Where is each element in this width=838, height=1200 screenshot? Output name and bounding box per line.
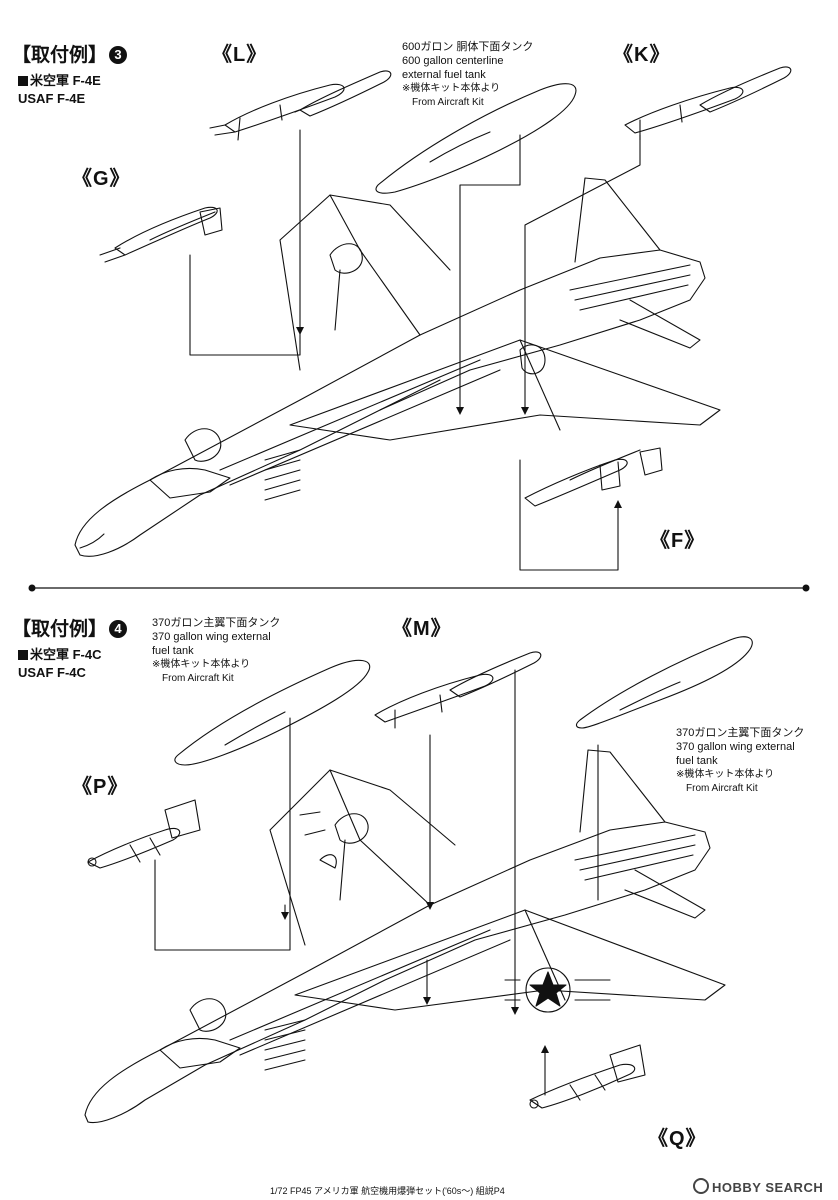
centerline-tank-note-en: From Aircraft Kit — [412, 97, 484, 108]
centerline-tank-label: 600ガロン 胴体下面タンク 600 gallon centerline ext… — [402, 40, 533, 110]
left-wing-fuel-tank-drawing — [174, 659, 371, 766]
left-tank-en-2: fuel tank — [152, 645, 194, 657]
right-tank-label: 370ガロン主翼下面タンク 370 gallon wing external f… — [676, 726, 804, 796]
weapon-P-drawing — [87, 799, 201, 869]
brand-watermark: HOBBY SEARCH — [693, 1178, 823, 1195]
right-tank-en-1: 370 gallon wing external — [676, 741, 795, 753]
centerline-tank-en-2: external fuel tank — [402, 69, 486, 81]
weapon-M-drawing — [374, 651, 542, 729]
centerline-tank-jp: 600ガロン 胴体下面タンク — [402, 41, 534, 53]
weapon-L-drawing — [209, 70, 392, 141]
section4-title: 【取付例】4 — [12, 614, 128, 641]
left-tank-note-en: From Aircraft Kit — [162, 673, 234, 684]
section4-title-text: 【取付例】 — [12, 619, 108, 640]
brand-text: HOBBY SEARCH — [712, 1180, 824, 1195]
right-tank-jp: 370ガロン主翼下面タンク — [676, 727, 805, 739]
section4-aircraft-jp-text: 米空軍 F-4C — [30, 647, 102, 662]
weapon-G-drawing — [99, 206, 223, 263]
divider-right-dot — [802, 584, 810, 592]
section3-aircraft-jp: 米空軍 F-4E — [18, 72, 101, 89]
right-tank-en-2: fuel tank — [676, 755, 718, 767]
weapon-Q-drawing — [529, 1044, 646, 1109]
left-tank-label: 370ガロン主翼下面タンク 370 gallon wing external f… — [152, 616, 280, 686]
square-bullet-icon — [18, 650, 28, 660]
right-tank-note-jp: ※機体キット本体より — [676, 769, 775, 780]
weapon-P-label: 《P》 — [72, 776, 129, 798]
weapon-F-label: 《F》 — [650, 530, 706, 552]
centerline-tank-note-jp: ※機体キット本体より — [402, 83, 501, 94]
weapon-L-label: 《L》 — [212, 44, 268, 66]
section3-aircraft-en: USAF F-4E — [18, 91, 86, 106]
centerline-tank-en-1: 600 gallon centerline — [402, 55, 504, 67]
section3-aircraft-jp-text: 米空軍 F-4E — [30, 73, 101, 88]
section3-title: 【取付例】3 — [12, 40, 128, 67]
weapon-K-label: 《K》 — [613, 44, 671, 66]
square-bullet-icon — [18, 76, 28, 86]
section4-aircraft-en: USAF F-4C — [18, 665, 86, 680]
f4e-aircraft-drawing — [74, 177, 721, 557]
weapon-G-label: 《G》 — [72, 168, 131, 190]
footer-text: 1/72 FP45 アメリカ軍 航空機用爆弾セット('60s〜) 組説P4 — [270, 1186, 505, 1196]
section3-number-badge: 3 — [109, 46, 128, 64]
weapon-F-drawing — [524, 447, 663, 507]
section4-number-badge: 4 — [109, 620, 128, 638]
centerline-fuel-tank-drawing — [375, 83, 577, 194]
weapon-Q-label: 《Q》 — [648, 1128, 707, 1150]
divider-left-dot — [28, 584, 36, 592]
section3-title-text: 【取付例】 — [12, 45, 108, 66]
section4-aircraft-jp: 米空軍 F-4C — [18, 646, 102, 663]
left-tank-note-jp: ※機体キット本体より — [152, 659, 251, 670]
hobby-search-logo-icon — [693, 1178, 709, 1194]
f4c-aircraft-drawing — [84, 749, 726, 1124]
left-tank-jp: 370ガロン主翼下面タンク — [152, 617, 281, 629]
weapon-K-drawing — [624, 66, 792, 141]
weapon-M-label: 《M》 — [392, 618, 452, 640]
right-tank-note-en: From Aircraft Kit — [686, 783, 758, 794]
right-wing-fuel-tank-drawing — [575, 636, 753, 729]
left-tank-en-1: 370 gallon wing external — [152, 631, 271, 643]
